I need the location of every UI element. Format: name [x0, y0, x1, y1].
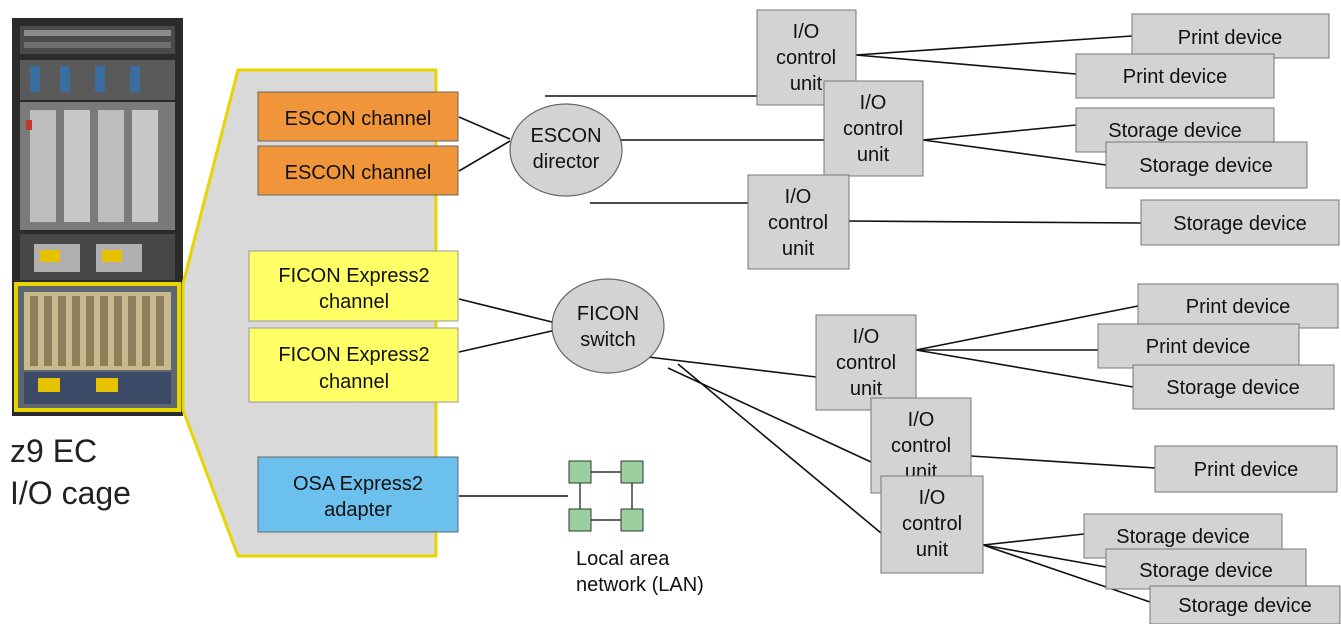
control-unit-1-line2: control: [776, 47, 836, 69]
device-print-1: Print device: [1131, 13, 1330, 59]
lan-label-line1: Local area: [576, 548, 670, 570]
control-unit-4-line3: unit: [850, 378, 883, 400]
control-unit-4-line2: control: [836, 352, 896, 374]
control-unit-4: I/O control unit: [815, 314, 917, 411]
device-storage-2: Storage device: [1105, 141, 1308, 189]
ficon-channel-2: FICON Express2 channel: [248, 327, 459, 403]
control-unit-2-line1: I/O: [860, 92, 887, 114]
escon-channel-2-label: ESCON channel: [285, 162, 432, 184]
rack-photo: [12, 18, 183, 416]
ficon-channel-2-line1: FICON Express2: [278, 344, 429, 366]
device-storage-3-label: Storage device: [1173, 213, 1306, 235]
control-unit-5-line2: control: [891, 435, 951, 457]
device-print-2-label: Print device: [1123, 66, 1228, 88]
device-print-3: Print device: [1137, 283, 1339, 329]
control-unit-1-line1: I/O: [793, 21, 820, 43]
control-unit-2-line3: unit: [857, 144, 890, 166]
lan-node-icon: [568, 460, 592, 484]
ficon-switch-line2: switch: [580, 329, 636, 351]
control-unit-6-line2: control: [902, 513, 962, 535]
lan-network: Local area network (LAN): [568, 460, 704, 596]
device-print-3-label: Print device: [1186, 296, 1291, 318]
escon-director-line2: director: [533, 151, 600, 173]
escon-channel-1: ESCON channel: [257, 91, 459, 142]
device-storage-5-label: Storage device: [1116, 526, 1249, 548]
escon-channel-1-label: ESCON channel: [285, 108, 432, 130]
cage-label-line1: z9 EC: [10, 433, 97, 469]
cage-label-line2: I/O cage: [10, 475, 131, 511]
ficon-channel-1-line2: channel: [319, 291, 389, 313]
device-storage-2-label: Storage device: [1139, 155, 1272, 177]
device-print-2: Print device: [1075, 53, 1275, 99]
device-print-4: Print device: [1097, 323, 1300, 369]
device-print-5-label: Print device: [1194, 459, 1299, 481]
ficon-switch: FICON switch: [551, 278, 665, 374]
control-unit-2-line2: control: [843, 118, 903, 140]
lan-node-icon: [568, 508, 592, 532]
escon-director-line1: ESCON: [530, 125, 601, 147]
control-unit-6: I/O control unit: [880, 475, 984, 574]
osa-adapter: OSA Express2 adapter: [257, 456, 459, 533]
device-storage-4: Storage device: [1132, 364, 1335, 410]
device-storage-4-label: Storage device: [1166, 377, 1299, 399]
device-print-4-label: Print device: [1146, 336, 1251, 358]
connection-lines: [458, 35, 1156, 603]
control-unit-6-line3: unit: [916, 539, 949, 561]
control-unit-4-line1: I/O: [853, 326, 880, 348]
escon-channel-2: ESCON channel: [257, 145, 459, 196]
control-unit-3-line1: I/O: [785, 186, 812, 208]
control-unit-3-line2: control: [768, 212, 828, 234]
device-storage-1-label: Storage device: [1108, 120, 1241, 142]
control-unit-2: I/O control unit: [823, 80, 924, 177]
control-unit-6-line1: I/O: [919, 487, 946, 509]
escon-director: ESCON director: [509, 103, 623, 197]
device-storage-7-label: Storage device: [1178, 595, 1311, 617]
device-storage-3: Storage device: [1140, 199, 1340, 246]
control-unit-3: I/O control unit: [747, 174, 850, 270]
device-print-1-label: Print device: [1178, 27, 1283, 49]
ficon-channel-1-line1: FICON Express2: [278, 265, 429, 287]
control-unit-3-line3: unit: [782, 238, 815, 260]
device-storage-7: Storage device: [1149, 585, 1341, 624]
lan-label-line2: network (LAN): [576, 574, 704, 596]
osa-adapter-line2: adapter: [324, 499, 392, 521]
device-storage-6-label: Storage device: [1139, 560, 1272, 582]
device-storage-6: Storage device: [1105, 548, 1307, 590]
control-unit-5-line1: I/O: [908, 409, 935, 431]
control-unit-1: I/O control unit: [756, 9, 857, 106]
device-print-5: Print device: [1154, 445, 1338, 493]
control-unit-1-line3: unit: [790, 73, 823, 95]
osa-adapter-line1: OSA Express2: [293, 473, 423, 495]
ficon-switch-line1: FICON: [577, 303, 639, 325]
ficon-channel-1: FICON Express2 channel: [248, 250, 459, 322]
lan-node-icon: [620, 508, 644, 532]
lan-node-icon: [620, 460, 644, 484]
ficon-channel-2-line2: channel: [319, 371, 389, 393]
